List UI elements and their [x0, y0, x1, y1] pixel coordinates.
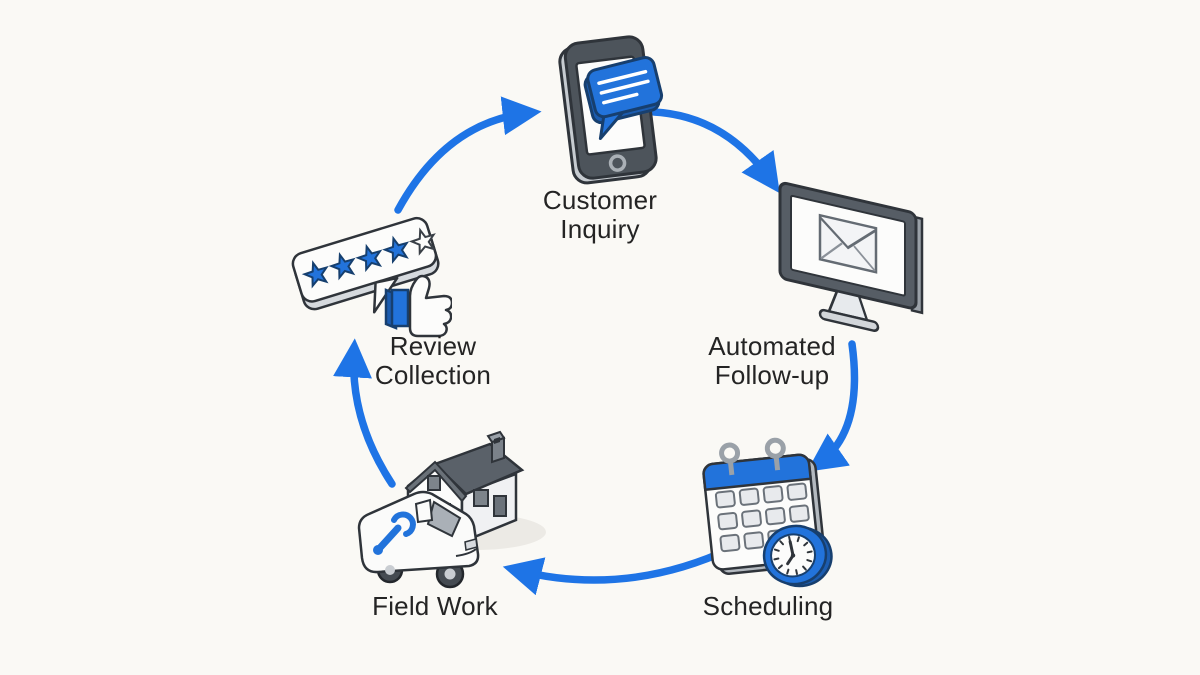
rating-stars-thumbs-up-icon [291, 216, 452, 338]
stage-label-customer-inquiry: Customer Inquiry [542, 185, 658, 245]
stage-label-review-collection: Review Collection [374, 331, 492, 391]
calendar-rings [719, 437, 786, 476]
chimney [486, 430, 506, 464]
calendar-clock-icon [702, 437, 833, 588]
email-envelope-icon [818, 213, 878, 274]
stage-label-field-work: Field Work [372, 591, 498, 621]
smartphone-chat-icon [558, 35, 664, 185]
chat-bubble [583, 56, 664, 141]
arrow-review-collection-to-customer-inquiry [394, 96, 542, 214]
wrench-icon [373, 511, 416, 555]
clock-icon [762, 524, 833, 588]
arrow-field-work-to-review-collection [333, 338, 396, 488]
arrow-customer-inquiry-to-automated-follow-up [650, 108, 780, 194]
stage-label-scheduling: Scheduling [702, 591, 834, 621]
arrow-scheduling-to-field-work [502, 544, 736, 596]
service-van-house-icon [357, 430, 546, 589]
service-van [357, 490, 480, 589]
thumbs-up-icon [384, 274, 452, 338]
arrow-automated-follow-up-to-scheduling [806, 340, 859, 472]
monitor-email-icon [778, 181, 924, 332]
stage-label-automated-follow-up: Automated Follow-up [708, 331, 836, 391]
rating-bubble [291, 216, 440, 314]
